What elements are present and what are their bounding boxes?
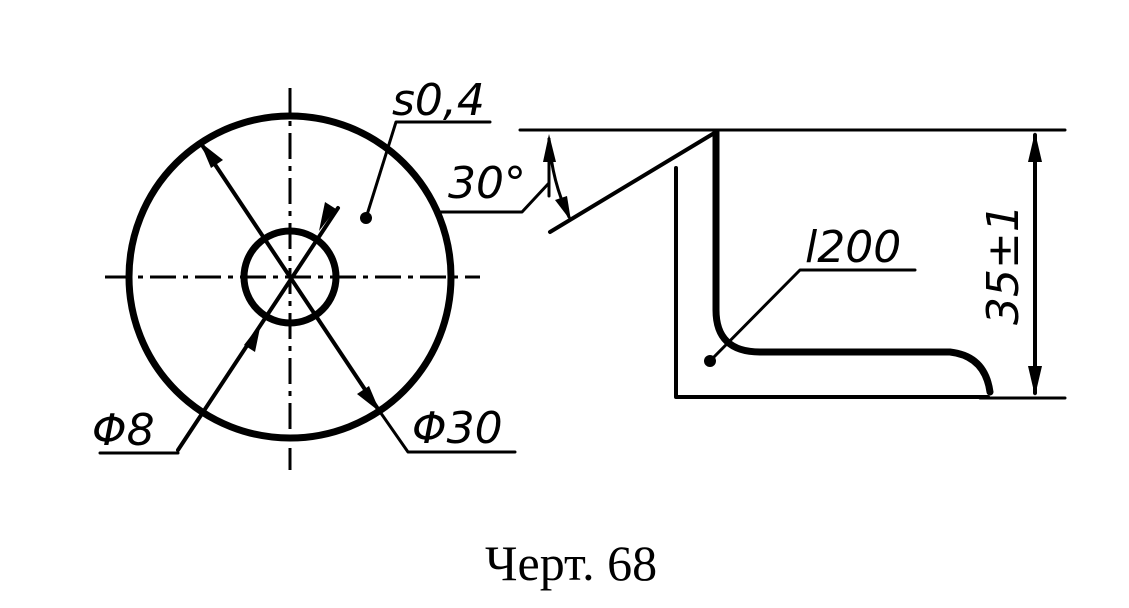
thickness-label: s0,4 <box>392 75 485 126</box>
angle-leader <box>438 181 551 214</box>
outer-profile <box>674 166 990 399</box>
outer-diameter-leader <box>376 407 517 454</box>
inner-diameter-arrow-upper <box>319 202 336 231</box>
inner-circle <box>240 227 340 327</box>
outer-diameter-arrow-bottom <box>357 386 380 412</box>
outer-circle <box>125 112 455 442</box>
thickness-leader <box>364 120 492 220</box>
inner-profile <box>712 128 994 396</box>
angle-arrow-top <box>543 134 556 162</box>
figure-caption: Черт. 68 <box>485 535 657 591</box>
height-arrow-bottom <box>1028 366 1042 396</box>
height-label: 35±1 <box>978 204 1029 325</box>
slanted-tab <box>548 130 718 234</box>
side-view: 30° l200 35±1 <box>438 128 1067 400</box>
outer-diameter-label: Φ30 <box>412 403 503 454</box>
inner-diameter-label: Φ8 <box>92 405 155 456</box>
front-view: s0,4 Φ8 Φ30 <box>92 75 517 470</box>
height-arrow-top <box>1028 132 1042 162</box>
length-label: l200 <box>805 222 901 273</box>
outer-diameter-arrow-top <box>200 142 223 168</box>
length-leader <box>708 268 917 363</box>
angle-arrow-bottom <box>555 196 571 221</box>
angle-label: 30° <box>448 158 526 209</box>
inner-diameter-arrow-lower <box>244 323 261 352</box>
